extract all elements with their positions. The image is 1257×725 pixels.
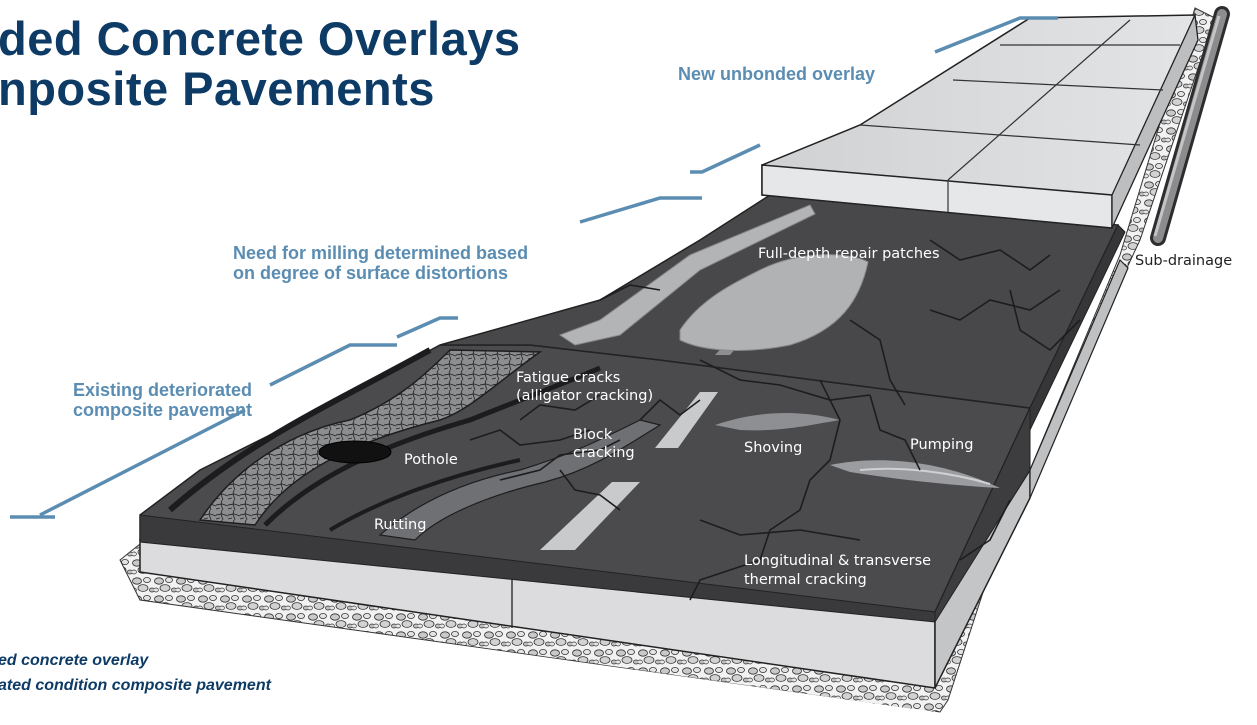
callout-existing-line-2: composite pavement	[72, 400, 252, 420]
label-pothole: Pothole	[404, 452, 458, 468]
leader-lines	[10, 16, 1058, 519]
label-sub-drainage: Sub-drainage	[1135, 253, 1233, 269]
callout-new-overlay: New unbonded overlay	[678, 64, 876, 84]
label-block-line-2: cracking	[573, 445, 635, 461]
new-overlay-slabs	[761, 12, 1199, 229]
page-title-line-1: ded Concrete Overlays	[0, 12, 521, 65]
label-thermal-line-1: Longitudinal & transverse	[744, 553, 932, 569]
label-rutting: Rutting	[374, 517, 427, 533]
label-fatigue-line-1: Fatigue cracks	[516, 370, 621, 386]
repair-patches	[558, 204, 869, 351]
callout-existing-line-1: Existing deteriorated	[72, 380, 252, 400]
label-fatigue-line-2: (alligator cracking)	[516, 388, 654, 404]
caption-line-1: ed concrete overlay	[0, 652, 149, 669]
page-title-line-2: nposite Pavements	[0, 62, 435, 115]
sub-drainage-pipe	[1150, 6, 1230, 246]
callout-milling-line-2: on degree of surface distortions	[233, 263, 509, 283]
callout-milling-line-1: Need for milling determined based	[233, 243, 529, 263]
label-block-line-1: Block	[573, 427, 613, 443]
label-shoving: Shoving	[744, 440, 803, 456]
label-pumping: Pumping	[910, 437, 974, 453]
shoving-pumping	[715, 413, 1000, 488]
label-full-depth-repair: Full-depth repair patches	[758, 246, 940, 262]
crack-network	[469, 239, 1081, 601]
caption-line-2: ated condition composite pavement	[0, 677, 271, 694]
label-thermal-line-2: thermal cracking	[744, 572, 867, 588]
existing-pavement-slab	[139, 258, 1129, 689]
pothole-mark	[318, 440, 392, 464]
